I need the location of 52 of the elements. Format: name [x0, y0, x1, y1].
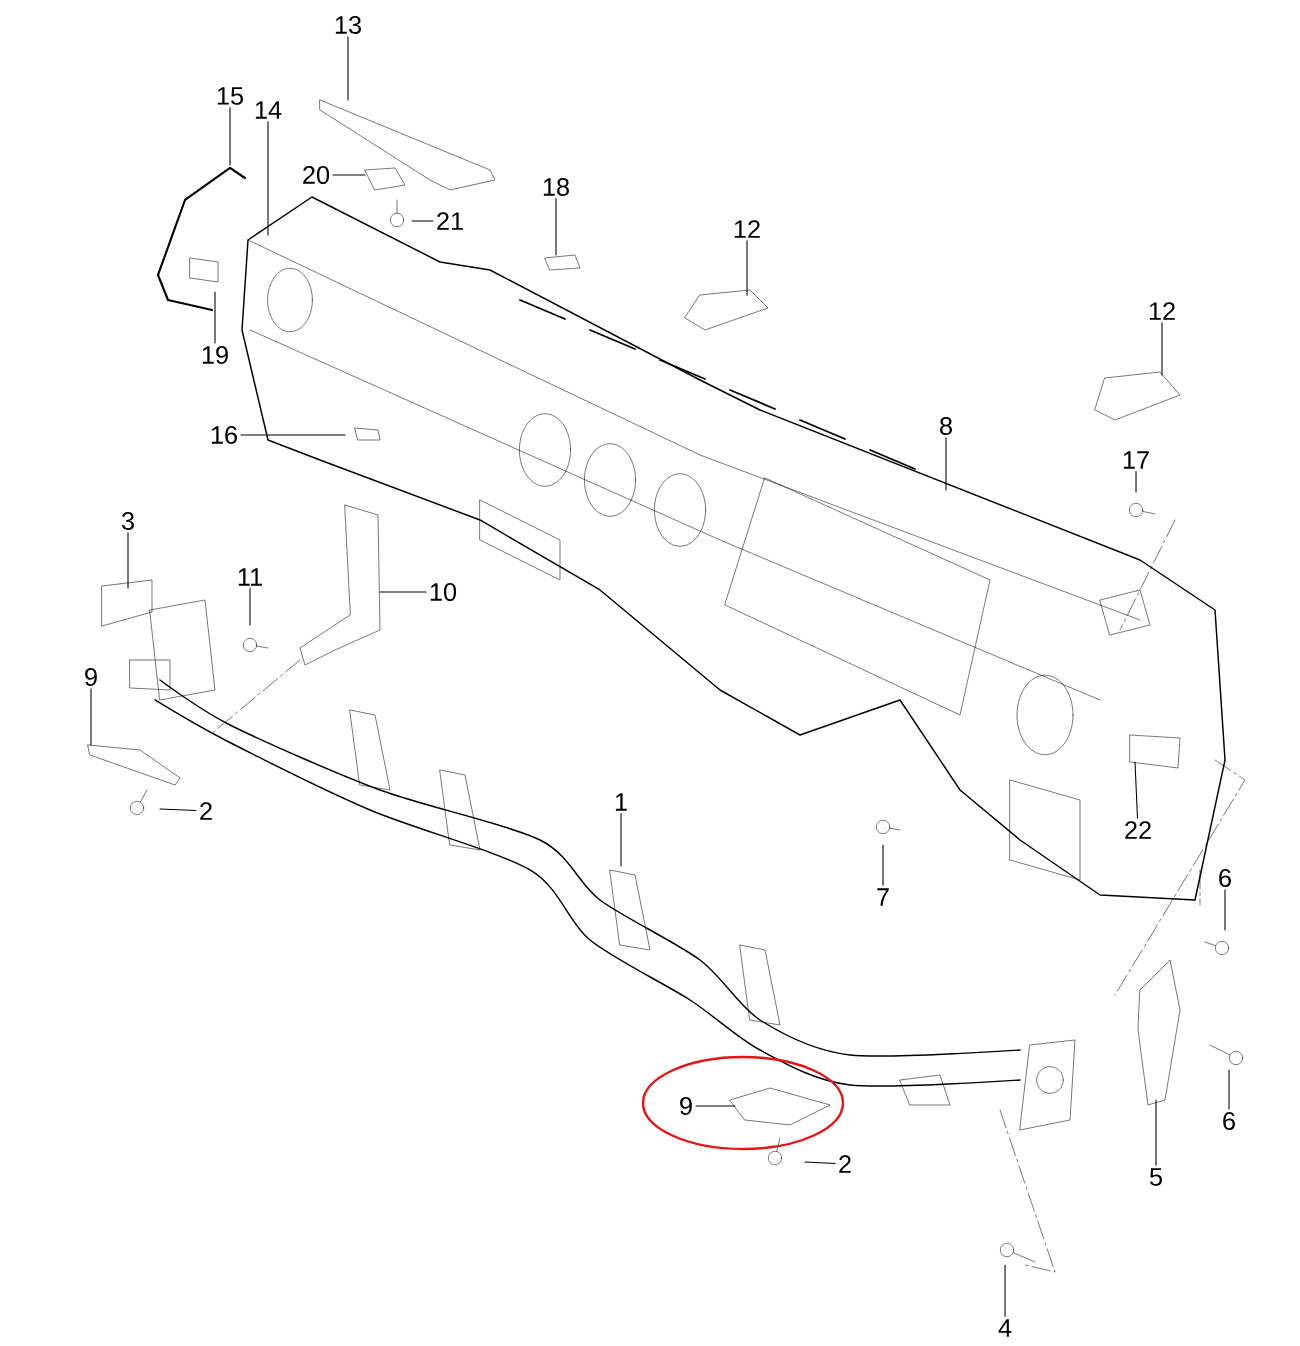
leader-line [1155, 1099, 1157, 1166]
leader-line [127, 532, 129, 589]
callout-number: 10 [430, 583, 457, 601]
leader-line [695, 1105, 736, 1107]
callout-number: 11 [238, 568, 262, 586]
callout-number: 12 [1149, 302, 1175, 320]
leader-line [249, 588, 251, 626]
callout-number: 5 [1149, 1168, 1162, 1186]
callout-number: 20 [303, 166, 330, 184]
leader-line [945, 437, 947, 491]
callout-number: 16 [211, 426, 237, 444]
callout-number: 13 [335, 16, 361, 34]
leader-line [347, 36, 349, 101]
callout-number: 9 [680, 1097, 692, 1115]
callout-number: 2 [200, 802, 212, 820]
leader-line [159, 808, 197, 812]
leader-line [1161, 322, 1163, 376]
callout-number: 1 [615, 793, 627, 811]
callout-number: 14 [255, 101, 282, 119]
callout-number: 18 [543, 178, 569, 196]
callout-number: 2 [839, 1155, 851, 1173]
leader-line [379, 591, 427, 593]
callout-number: 21 [437, 212, 463, 230]
leader-line [267, 121, 269, 236]
callout-number: 15 [217, 87, 244, 105]
callout-number: 17 [1123, 451, 1149, 469]
callout-number: 3 [121, 512, 134, 530]
callout-number: 4 [998, 1319, 1012, 1337]
leader-line [214, 291, 216, 344]
callout-number: 6 [1223, 1112, 1235, 1130]
leader-line [804, 1161, 836, 1165]
callout-number: 12 [734, 220, 760, 238]
callout-number: 8 [940, 417, 952, 435]
leader-line [240, 434, 346, 436]
callout-number: 9 [85, 668, 97, 686]
leader-line [90, 688, 92, 746]
leader-line [1135, 471, 1137, 493]
leader-line [332, 174, 366, 176]
leader-line [1004, 1264, 1006, 1317]
callout-number: 22 [1125, 821, 1151, 839]
leader-line [882, 844, 884, 886]
leader-line [1228, 1069, 1230, 1110]
leader-line [746, 240, 748, 296]
leader-line [1134, 761, 1139, 819]
leader-line [620, 813, 622, 867]
leader-line [411, 220, 434, 222]
callout-number: 7 [877, 888, 889, 906]
leader-line [229, 107, 231, 166]
leader-line [1224, 889, 1226, 931]
callout-number: 19 [202, 346, 228, 364]
callout-number: 6 [1219, 869, 1231, 887]
leader-line [555, 198, 557, 256]
